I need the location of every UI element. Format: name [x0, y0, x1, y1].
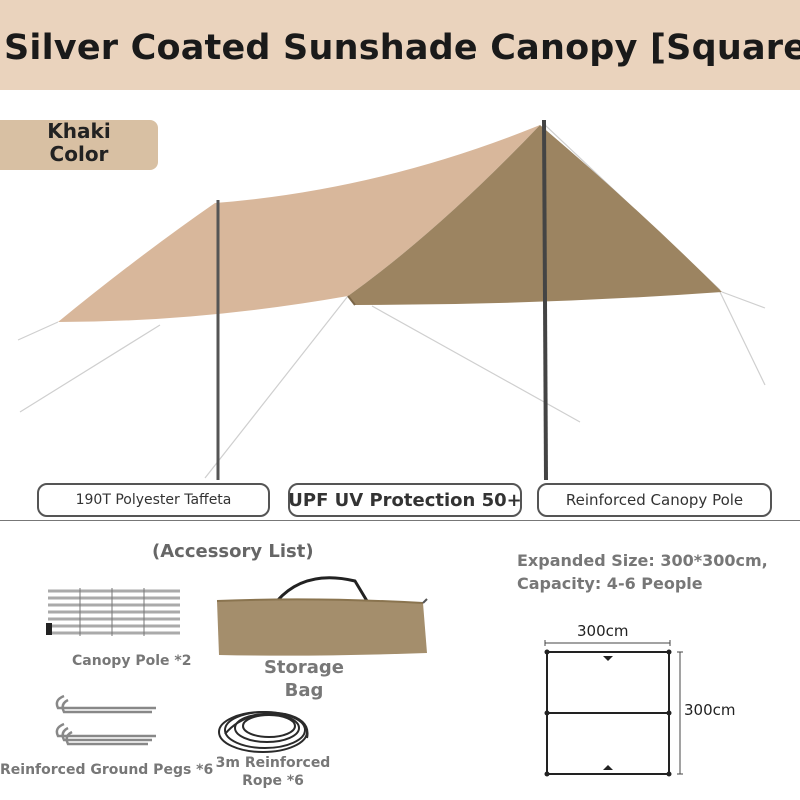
canopy-pole-main	[542, 119, 548, 481]
storage-bag-image	[216, 576, 428, 656]
ground-pegs-image	[55, 694, 156, 746]
label-ground-pegs: Reinforced Ground Pegs *6	[0, 762, 214, 778]
label-storage-bag: Storage Bag	[258, 656, 350, 702]
title-band	[0, 0, 800, 90]
spec-text: Expanded Size: 300*300cm, Capacity: 4-6 …	[517, 549, 768, 595]
label-rope-line1: 3m Reinforced	[215, 755, 331, 771]
spec-size: Expanded Size: 300*300cm,	[517, 551, 768, 570]
dimension-diagram	[544, 640, 683, 777]
color-badge: Khaki Color	[0, 120, 158, 170]
feature-pill-material: 190T Polyester Taffeta	[37, 483, 270, 517]
dimension-width-label: 300cm	[577, 622, 629, 640]
spec-capacity: Capacity: 4-6 People	[517, 574, 703, 593]
dimension-height-label: 300cm	[684, 701, 736, 719]
color-badge-line2: Color	[49, 142, 109, 166]
label-rope-line2: Rope *6	[242, 773, 304, 789]
rope-bundle-image	[218, 711, 309, 753]
label-storage-bag-line1: Storage	[263, 657, 345, 678]
canopy-sheet-dark	[348, 125, 722, 305]
pole-bundle-image	[46, 588, 180, 636]
canopy-illustration	[17, 119, 766, 481]
accessory-heading: (Accessory List)	[152, 541, 314, 562]
feature-pill-pole: Reinforced Canopy Pole	[537, 483, 772, 517]
feature-pill-uv: UPF UV Protection 50+	[288, 483, 522, 517]
label-rope: 3m Reinforced Rope *6	[214, 754, 332, 790]
label-storage-bag-line2: Bag	[284, 680, 324, 701]
color-badge-line1: Khaki	[47, 119, 111, 143]
canopy-sheet-light	[58, 125, 540, 322]
page-title: Silver Coated Sunshade Canopy [Square]	[4, 28, 800, 68]
section-divider	[0, 520, 800, 521]
label-canopy-pole: Canopy Pole *2	[72, 653, 192, 669]
